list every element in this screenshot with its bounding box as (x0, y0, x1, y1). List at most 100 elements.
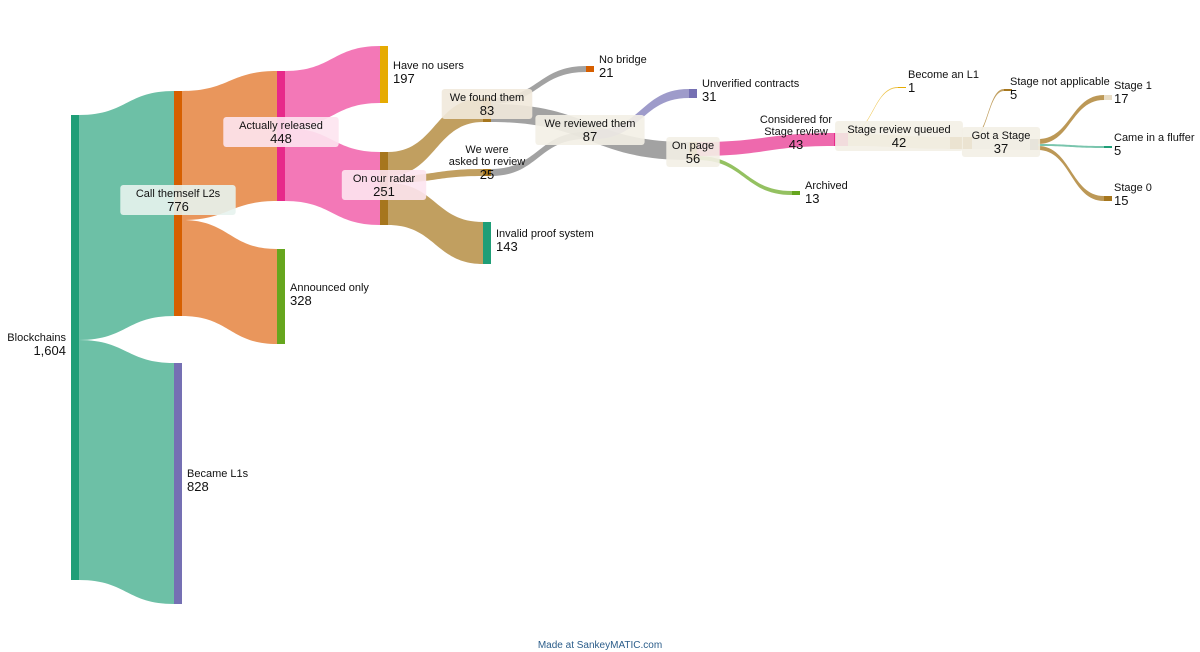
label-value-asked: 25 (480, 167, 494, 182)
link-queued-to-notapplicable (972, 89, 1004, 139)
label-value-blockchains: 1,604 (33, 343, 66, 358)
label-box-radar (341, 170, 427, 200)
label-value-fluffer: 5 (1114, 143, 1121, 158)
label-value-announced: 328 (290, 293, 312, 308)
link-asked-to-reviewed (491, 132, 586, 176)
label-value-invalid: 143 (496, 239, 518, 254)
label-value-gotstage: 37 (994, 141, 1008, 156)
link-gotstage-to-stage1 (1038, 95, 1104, 144)
label-name-stage1: Stage 1 (1114, 80, 1152, 92)
label-value-onpage: 56 (686, 151, 700, 166)
label-value-queued: 42 (892, 135, 906, 150)
label-value-nobridge: 21 (599, 65, 613, 80)
credit-text: Made at SankeyMATIC.com (537, 640, 663, 651)
label-value-found: 83 (480, 103, 494, 118)
label-name-nobridge: No bridge (599, 54, 647, 66)
label-name-unverified: Unverified contracts (702, 78, 800, 90)
node-nobridge (586, 66, 594, 72)
label-name-considered: Stage review (764, 126, 828, 138)
node-notapplicable (1004, 89, 1012, 91)
link-onpage-to-archived (697, 156, 792, 195)
node-invalid (483, 222, 491, 264)
link-released-to-nousers (285, 46, 380, 128)
node-stage0 (1104, 196, 1112, 201)
label-box-released (223, 117, 339, 147)
node-nousers (380, 46, 388, 103)
label-value-reviewed: 87 (583, 129, 597, 144)
label-value-radar: 251 (373, 184, 395, 199)
label-name-blockchains: Blockchains (7, 332, 66, 344)
label-box-reviewed (535, 115, 645, 145)
node-stage1 (1104, 95, 1112, 100)
node-blockchains (71, 115, 79, 580)
node-archived (792, 191, 800, 195)
label-name-notapplicable: Stage not applicable (1010, 76, 1110, 88)
label-value-stage1: 17 (1114, 91, 1128, 106)
label-name-stage0: Stage 0 (1114, 182, 1152, 194)
label-name-fluffer: Came in a fluffer (1114, 132, 1195, 144)
label-name-asked: asked to review (449, 156, 525, 168)
label-box-queued (835, 121, 963, 151)
label-value-nousers: 197 (393, 71, 415, 86)
link-blockchains-to-l2s (79, 91, 174, 340)
label-name-reviewed: We reviewed them (545, 118, 636, 130)
label-name-announced: Announced only (290, 282, 369, 294)
link-found-to-nobridge (491, 66, 586, 104)
label-value-released: 448 (270, 131, 292, 146)
label-name-radar: On our radar (353, 173, 416, 185)
label-name-invalid: Invalid proof system (496, 228, 594, 240)
node-l1s (174, 363, 182, 604)
label-box-onpage (666, 137, 720, 167)
label-name-onpage: On page (672, 140, 714, 152)
label-name-considered: Considered for (760, 114, 832, 126)
node-asked (483, 169, 491, 176)
label-value-becomel1: 1 (908, 80, 915, 95)
label-name-gotstage: Got a Stage (972, 130, 1031, 142)
label-stage0: Stage 015 (1114, 182, 1152, 208)
link-released-to-radar (285, 128, 380, 225)
link-blockchains-to-l1s (79, 340, 174, 604)
label-box-gotstage (961, 127, 1041, 157)
label-value-stage0: 15 (1114, 193, 1128, 208)
label-stage1: Stage 117 (1114, 80, 1152, 106)
label-name-asked: We were (465, 144, 508, 156)
label-name-nousers: Have no users (393, 60, 464, 72)
label-box-found (441, 89, 533, 119)
link-considered-to-becomel1 (848, 87, 898, 134)
label-becomel1: Become an L11 (908, 69, 979, 95)
label-value-l2s: 776 (167, 199, 189, 214)
label-value-considered: 43 (789, 137, 803, 152)
node-unverified (689, 89, 697, 98)
label-name-l1s: Became L1s (187, 468, 249, 480)
node-announced (277, 249, 285, 344)
label-value-notapplicable: 5 (1010, 87, 1017, 102)
node-becomel1 (898, 87, 906, 88)
link-gotstage-to-fluffer (1038, 144, 1104, 148)
label-name-l2s: Call themself L2s (136, 188, 221, 200)
label-name-becomel1: Become an L1 (908, 69, 979, 81)
link-gotstage-to-stage0 (1038, 146, 1104, 201)
label-value-archived: 13 (805, 191, 819, 206)
label-value-unverified: 31 (702, 89, 716, 104)
link-onpage-to-considered (697, 133, 834, 156)
link-radar-to-invalid (388, 183, 483, 264)
